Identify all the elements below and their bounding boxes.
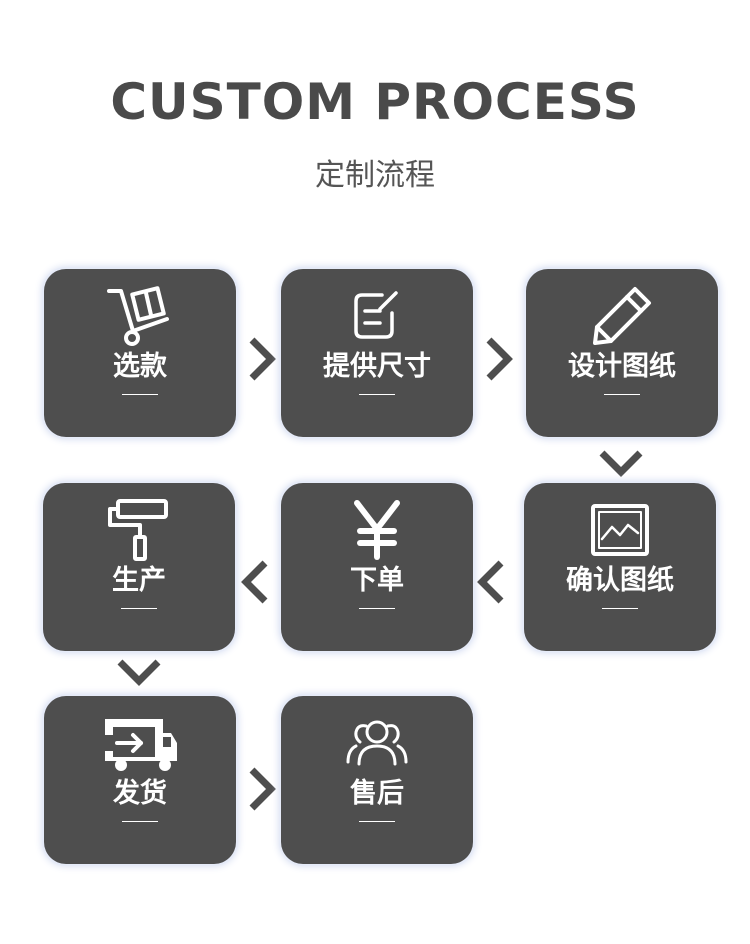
step-card-shipping: 发货 [44, 696, 236, 864]
label-underline [121, 608, 157, 609]
step-label: 售后 [350, 778, 404, 809]
chevron-left-icon [477, 560, 504, 604]
step-card-select-style: 选款 [44, 269, 236, 437]
paint-roller-icon [43, 497, 235, 563]
chevron-right-icon [486, 337, 513, 381]
step-label: 发货 [113, 778, 167, 809]
label-underline [359, 394, 395, 395]
page-subtitle: 定制流程 [315, 158, 435, 193]
chevron-down-icon [117, 659, 161, 686]
label-underline [604, 394, 640, 395]
label-underline [122, 821, 158, 822]
step-label: 设计图纸 [568, 351, 676, 382]
chevron-down-icon [599, 450, 643, 477]
step-card-place-order: 下单 [281, 483, 473, 651]
step-label: 下单 [350, 565, 404, 596]
delivery-truck-icon [44, 710, 236, 776]
step-card-provide-size: 提供尺寸 [281, 269, 473, 437]
people-group-icon [281, 710, 473, 776]
step-card-production: 生产 [43, 483, 235, 651]
step-label: 确认图纸 [566, 565, 674, 596]
picture-frame-icon [524, 497, 716, 563]
chevron-right-icon [249, 337, 276, 381]
yen-icon [281, 497, 473, 563]
step-card-confirm-drawing: 确认图纸 [524, 483, 716, 651]
label-underline [359, 608, 395, 609]
label-underline [122, 394, 158, 395]
step-card-after-sales: 售后 [281, 696, 473, 864]
label-underline [359, 821, 395, 822]
step-label: 选款 [113, 351, 167, 382]
step-label: 生产 [112, 565, 166, 596]
chevron-right-icon [249, 767, 276, 811]
pencil-icon [526, 283, 718, 349]
edit-note-icon [281, 283, 473, 349]
chevron-left-icon [241, 560, 268, 604]
step-label: 提供尺寸 [323, 351, 431, 382]
page-title: CUSTOM PROCESS [110, 73, 640, 131]
step-card-design-drawing: 设计图纸 [526, 269, 718, 437]
hand-truck-icon [44, 283, 236, 349]
label-underline [602, 608, 638, 609]
